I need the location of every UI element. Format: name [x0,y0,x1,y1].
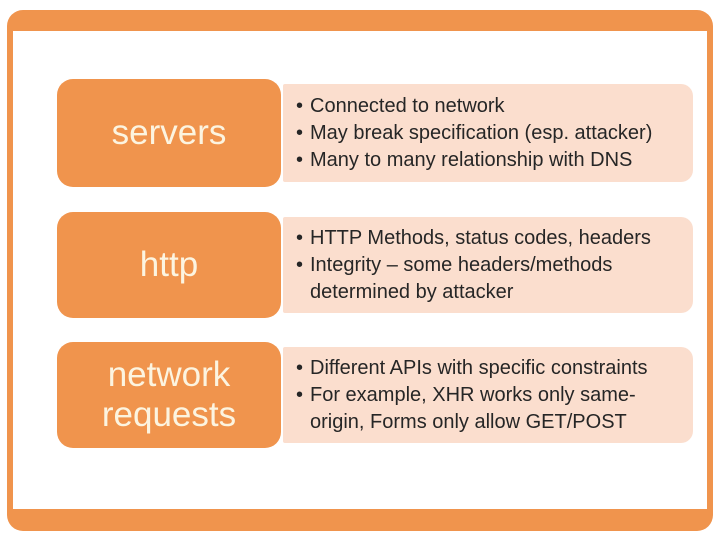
topic-box-http: http [57,212,281,318]
row-network-requests: network requests Different APIs with spe… [57,342,693,448]
topic-box-network-requests: network requests [57,342,281,448]
topic-label: http [139,244,199,284]
bullet-list: Different APIs with specific constraints… [283,355,693,436]
detail-box-http: HTTP Methods, status codes, headers Inte… [283,217,693,313]
row-http: http HTTP Methods, status codes, headers… [57,212,693,318]
topic-label: network requests [101,354,237,434]
topic-label: servers [111,112,227,152]
detail-box-servers: Connected to network May break specifica… [283,84,693,182]
bullet-item: Connected to network [295,93,675,120]
bullet-item: For example, XHR works only same-origin,… [295,382,675,436]
bullet-list: HTTP Methods, status codes, headers Inte… [283,225,693,306]
bullet-item: HTTP Methods, status codes, headers [295,225,675,252]
bullet-item: Integrity – some headers/methods determi… [295,252,675,306]
bullet-item: May break specification (esp. attacker) [295,120,675,147]
topic-box-servers: servers [57,79,281,187]
bullet-item: Different APIs with specific constraints [295,355,675,382]
detail-box-network-requests: Different APIs with specific constraints… [283,347,693,443]
row-servers: servers Connected to network May break s… [57,79,693,187]
bullet-item: Many to many relationship with DNS [295,147,675,174]
bullet-list: Connected to network May break specifica… [283,93,693,174]
smartart-vertical-box-list: servers Connected to network May break s… [57,0,693,540]
